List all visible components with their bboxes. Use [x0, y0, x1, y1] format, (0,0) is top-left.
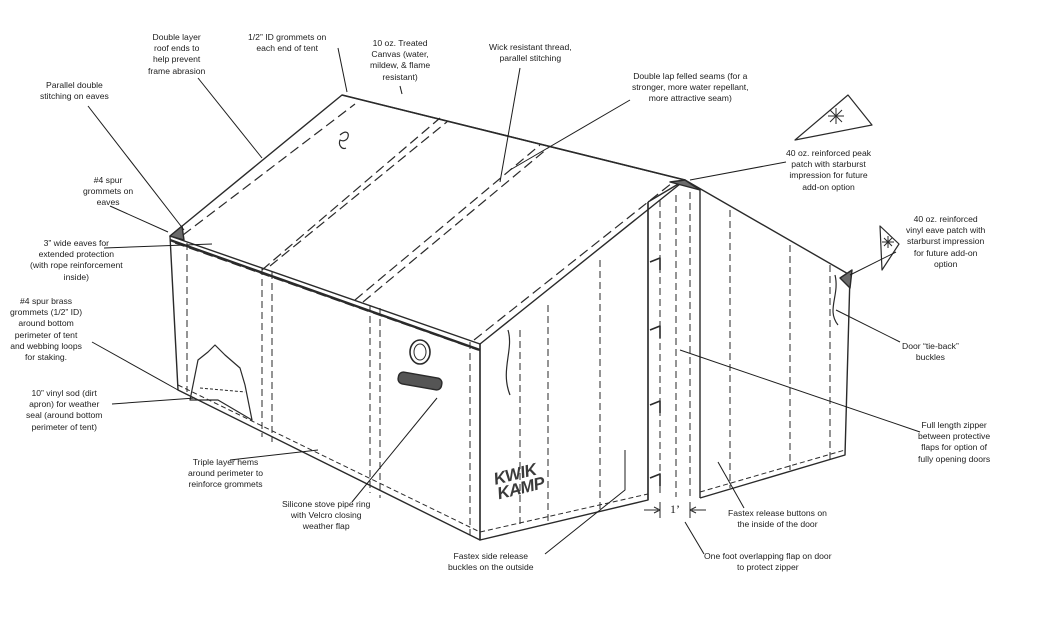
wall-seams	[186, 192, 831, 535]
label-vinyl-sod: 10” vinyl sod (dirt apron) for weather s…	[26, 388, 103, 432]
door-buckles	[649, 257, 661, 486]
bottom-hem-end	[699, 449, 846, 493]
label-felled-seams: Double lap felled seams (for a stronger,…	[632, 71, 749, 104]
label-thread: Wick resistant thread, parallel stitchin…	[489, 42, 572, 64]
bottom-hem	[177, 384, 649, 533]
label-eave-patch: 40 oz. reinforced vinyl eave patch with …	[906, 214, 986, 269]
eave-line	[169, 238, 481, 352]
tie-back-left	[505, 329, 511, 396]
stove-ring	[409, 339, 431, 365]
label-peak-patch: 40 oz. reinforced peak patch with starbu…	[786, 148, 872, 192]
leader-lines	[87, 47, 921, 555]
stove-flap	[397, 371, 443, 391]
canvas-squiggle	[338, 131, 349, 150]
tent-roof-outline	[169, 94, 686, 345]
peak-patch	[669, 179, 701, 191]
label-roof-ends: Double layer roof ends to help prevent f…	[148, 32, 206, 76]
label-wide-eaves: 3” wide eaves for extended protection (w…	[30, 238, 123, 282]
sod-cutaway	[189, 344, 253, 421]
eave-patch-callout	[879, 225, 900, 271]
label-side-buckles: Fastex side release buckles on the outsi…	[448, 551, 534, 573]
tent-end-gable	[647, 179, 851, 499]
starburst-icon-small	[882, 236, 894, 248]
roof-end-patch	[169, 225, 185, 241]
starburst-icon	[828, 108, 844, 124]
label-spur-grommets-eaves: #4 spur grommets on eaves	[83, 175, 134, 208]
ridge-line	[341, 94, 686, 181]
label-hems: Triple layer hems around perimeter to re…	[188, 457, 263, 490]
tie-back-right	[832, 274, 839, 326]
label-parallel-stitching: Parallel double stitching on eaves	[40, 80, 109, 102]
label-canvas: 10 oz. Treated Canvas (water, mildew, & …	[370, 38, 431, 82]
eave-patch	[839, 269, 853, 289]
roof-seams	[174, 103, 673, 351]
dimension-label: 1’	[670, 502, 680, 516]
label-brass-grommets: #4 spur brass grommets (1/2” ID) around …	[10, 296, 83, 363]
peak-patch-callout	[794, 94, 873, 141]
label-zipper: Full length zipper between protective fl…	[918, 420, 991, 464]
label-id-grommets: 1/2” ID grommets on each end of tent	[248, 32, 327, 54]
label-overlap-flap: One foot overlapping flap on door to pro…	[704, 551, 832, 573]
label-tie-back: Door “tie-back” buckles	[902, 341, 959, 363]
label-stove-ring: Silicone stove pipe ring with Velcro clo…	[282, 499, 371, 532]
label-release-buttons: Fastex release buttons on the inside of …	[728, 508, 827, 530]
dimension-marker	[644, 502, 706, 518]
